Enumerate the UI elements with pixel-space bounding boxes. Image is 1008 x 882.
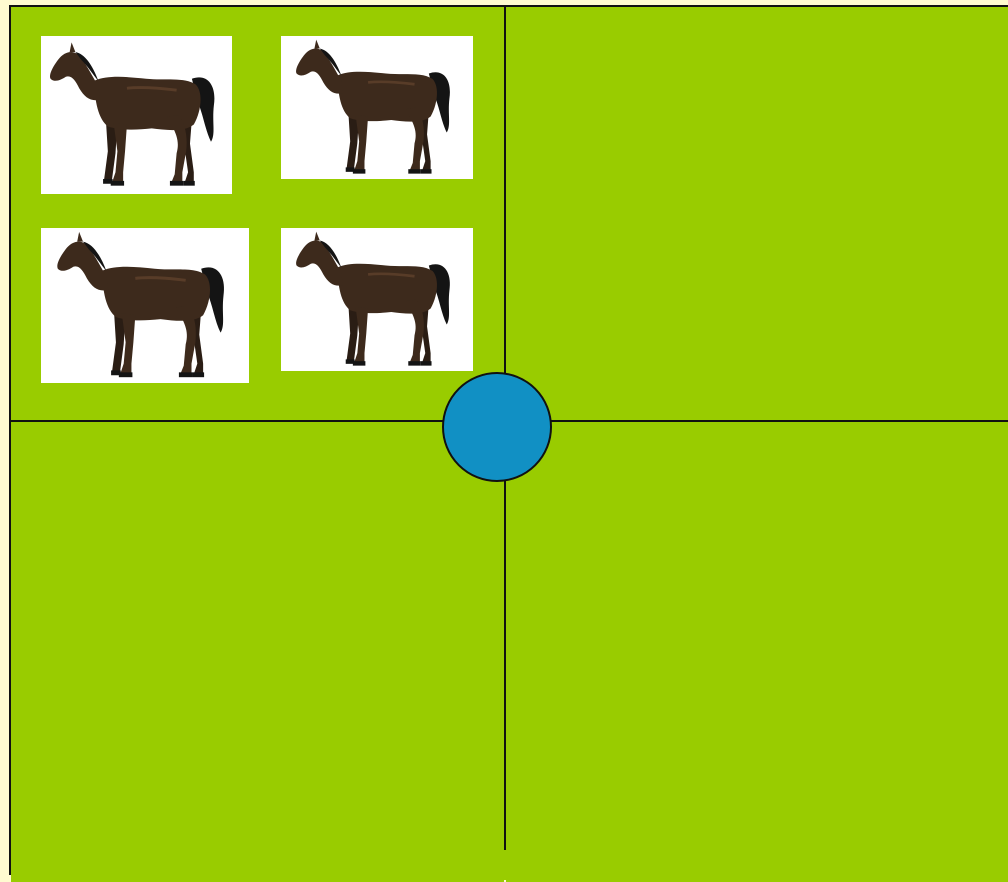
horse-icon (281, 36, 473, 179)
horse-card[interactable] (41, 228, 249, 383)
quadrant-bottom-right[interactable] (506, 422, 1008, 882)
quadrant-top-right[interactable] (506, 7, 1008, 420)
horse-card[interactable] (41, 36, 232, 194)
horse-icon (41, 36, 232, 194)
quadrant-bottom-left[interactable] (11, 422, 504, 882)
horse-card[interactable] (281, 36, 473, 179)
horse-icon (281, 228, 473, 371)
game-board (9, 5, 1008, 875)
center-circle-token[interactable] (442, 372, 552, 482)
horse-icon (41, 228, 249, 383)
divider-gap (504, 850, 506, 880)
horse-card[interactable] (281, 228, 473, 371)
quadrant-top-left[interactable] (11, 7, 504, 420)
